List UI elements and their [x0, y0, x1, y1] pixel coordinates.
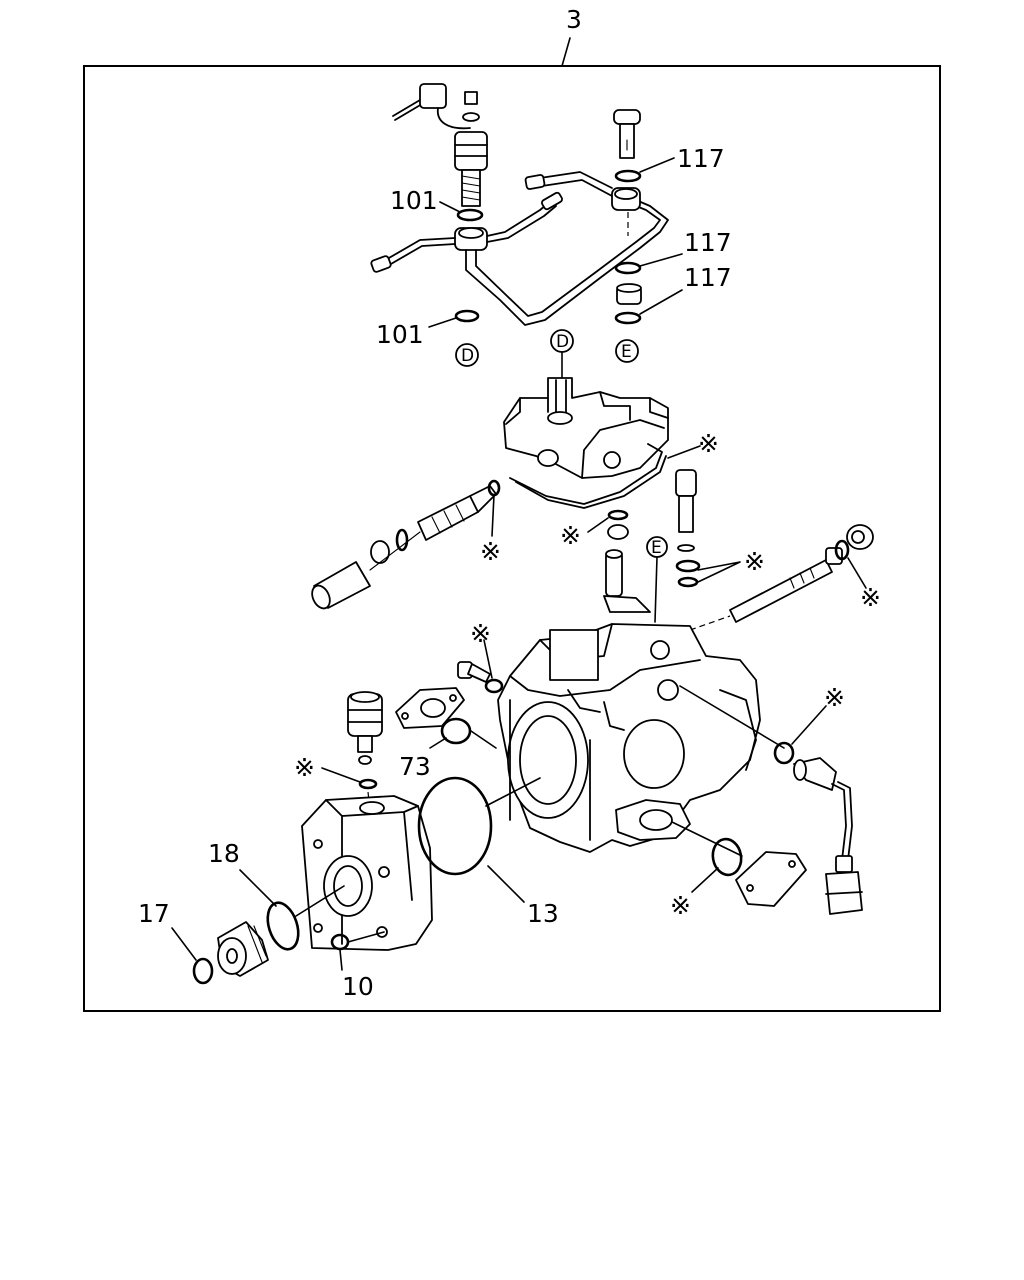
asterisk-delivery-oring: ※ [480, 537, 501, 566]
asterisk-housing-screw: ※ [470, 619, 491, 648]
leader-asterisk-rod-right [847, 557, 867, 589]
banjo-bolt [613, 109, 641, 159]
asterisk-solenoid: ※ [294, 753, 315, 782]
ref-letter-e-lower: E [651, 538, 662, 558]
washer-center [607, 524, 629, 540]
control-rod-right [729, 547, 843, 623]
head-gasket-inner [515, 455, 667, 509]
callout-17: 17 [138, 899, 170, 928]
control-lever [603, 549, 651, 613]
asterisk-head-gasket: ※ [698, 429, 719, 458]
leader-asterisk-oring [491, 494, 495, 537]
leader-117-top [639, 157, 675, 173]
screw-housing [457, 661, 491, 683]
callout-101-upper: 101 [390, 186, 438, 215]
oring-center-top [607, 509, 629, 521]
rod-axis-dash [689, 615, 731, 631]
leader-asterisk-washer [483, 639, 493, 679]
leader-101-upper [439, 201, 461, 213]
callout-18: 18 [208, 839, 240, 868]
head-gasket [509, 443, 663, 505]
callout-117-middle: 117 [684, 228, 732, 257]
leader-13-housing [485, 777, 541, 807]
leader-18-cover [295, 885, 345, 917]
oring-18 [266, 901, 300, 951]
callout-13: 13 [527, 899, 559, 928]
magnet-valve-upper [675, 469, 697, 552]
e-lower-leader [654, 556, 658, 623]
leader-plate-housing [671, 821, 743, 857]
assembly-label: 3 [566, 5, 582, 34]
diagram-frame [83, 65, 941, 1012]
oring-13 [417, 776, 493, 876]
cap-nut-right [846, 524, 874, 550]
washer-17 [192, 957, 214, 985]
washer-117-bottom [614, 311, 642, 325]
oring-right-2 [677, 576, 699, 588]
valve-holder-left [311, 528, 409, 610]
asterisk-right-orings: ※ [744, 547, 765, 576]
cover-plate-right [735, 851, 807, 907]
leader-73-housing [470, 730, 497, 749]
spacer [616, 283, 642, 305]
callout-10: 10 [342, 972, 374, 1001]
callout-117-bottom: 117 [684, 263, 732, 292]
callout-117-top: 117 [677, 144, 725, 173]
oring-rod-right [834, 539, 850, 561]
washer-101-upper [456, 208, 484, 222]
leader-10 [339, 949, 343, 971]
leader-asterisk-solenoid [321, 767, 361, 783]
asterisk-leader-right-orings [697, 561, 741, 583]
asterisk-plate: ※ [670, 891, 691, 920]
oring-solenoid-left [358, 778, 378, 790]
oring-right-1 [675, 559, 701, 573]
ref-circle-d-upper [455, 343, 479, 367]
leader-13 [487, 865, 525, 903]
leader-10-cover [347, 931, 385, 943]
leader-sensor-housing [679, 685, 785, 749]
callout-101-lower: 101 [376, 320, 424, 349]
distributor-head [503, 377, 669, 479]
ref-letter-d-lower: D [556, 332, 569, 352]
ref-letter-d-upper: D [461, 346, 474, 366]
leader-73 [429, 737, 447, 749]
washer-101-lower [454, 309, 480, 323]
washer-117-top [614, 169, 642, 183]
asterisk-sensor: ※ [824, 683, 845, 712]
leader-117-bottom [639, 289, 683, 315]
leader-asterisk-center [587, 517, 609, 533]
sensor-right [793, 757, 863, 915]
pump-housing [497, 623, 761, 853]
ref-circle-e-upper [615, 339, 639, 363]
leader-117-middle [639, 253, 683, 267]
end-cover-block [301, 795, 433, 951]
delivery-valve-left [417, 479, 501, 541]
assembly-leader [561, 37, 571, 67]
asterisk-rod-right: ※ [860, 583, 881, 612]
leader-asterisk-sensor [791, 705, 827, 745]
oring-sensor-right [773, 741, 795, 765]
leader-17 [171, 927, 197, 961]
oring-73 [440, 717, 472, 745]
washer-housing-screw [484, 678, 504, 694]
asterisk-center: ※ [560, 521, 581, 550]
gasket-plate-left [395, 687, 465, 729]
leader-asterisk-plate [691, 867, 719, 893]
fuel-pipe-assembly [370, 171, 669, 326]
valve-axis-left [369, 531, 421, 571]
callout-73: 73 [399, 752, 431, 781]
leader-asterisk-head-gasket [667, 445, 701, 459]
sensor-connector-top [392, 83, 488, 207]
ref-letter-e-upper: E [621, 342, 632, 362]
washer-117-middle [614, 261, 642, 275]
leader-18 [239, 869, 277, 907]
leader-101-lower [428, 317, 457, 328]
screw-plug [217, 921, 269, 977]
solenoid-valve-left [347, 691, 383, 765]
